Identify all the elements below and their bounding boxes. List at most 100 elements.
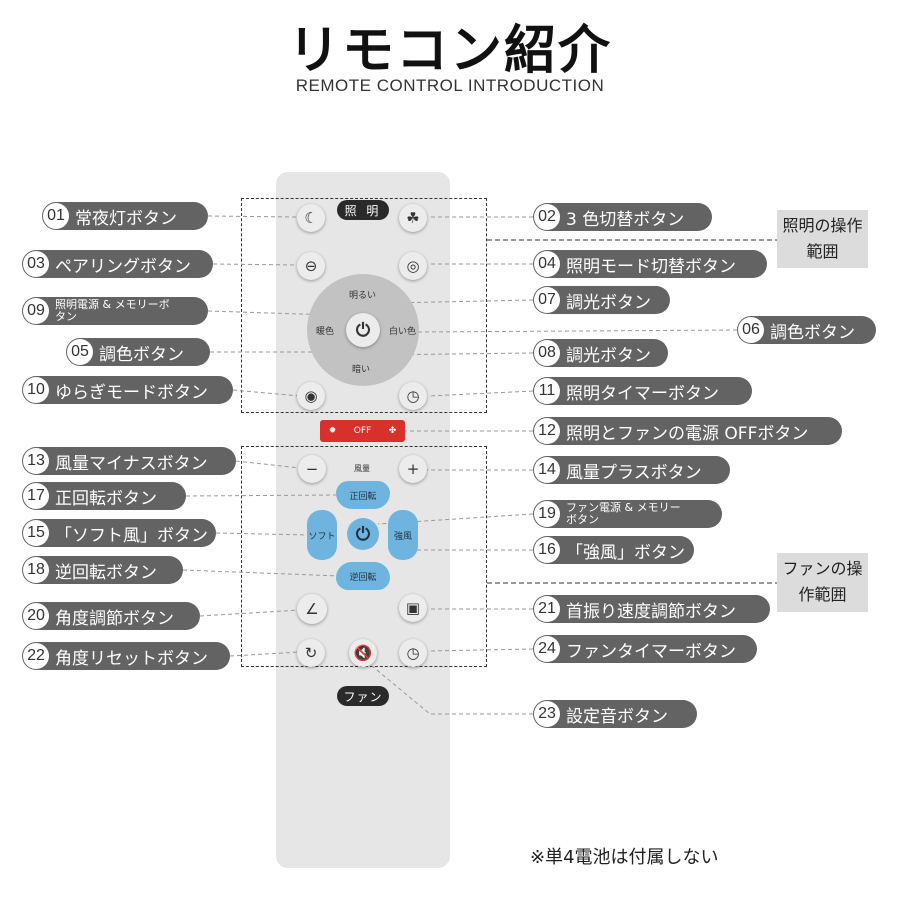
leader-line <box>199 609 301 617</box>
brighter-button[interactable]: 明るい <box>349 291 377 301</box>
label-05: 05 調色ボタン <box>66 338 210 366</box>
forward-rotation-button[interactable]: 正回転 <box>336 481 390 509</box>
soft-wind-button[interactable]: ソフト <box>307 510 337 560</box>
label-text: 照明モード切替ボタン <box>566 256 736 277</box>
label-text: 調光ボタン <box>566 345 651 366</box>
power-icon: ⏻ <box>355 319 371 341</box>
leader-line <box>417 329 738 333</box>
label-text: 照明電源 & メモリーボタン <box>55 298 170 323</box>
label-12: 12 照明とファンの電源 OFFボタン <box>533 417 842 445</box>
warm-color-button[interactable]: 暖色 <box>316 327 335 337</box>
label-text: 照明とファンの電源 OFFボタン <box>566 423 809 444</box>
sun-icon: ✹ <box>328 426 337 436</box>
label-text: 「ソフト風」ボタン <box>55 525 208 546</box>
page-subtitle: REMOTE CONTROL INTRODUCTION <box>295 76 605 95</box>
label-number: 10 <box>23 377 49 403</box>
label-text: 角度調節ボタン <box>55 608 174 629</box>
fan-speed-plus-button[interactable]: + <box>399 455 427 483</box>
label-number: 12 <box>534 418 560 444</box>
reverse-rotation-button[interactable]: 逆回転 <box>336 562 390 590</box>
power-icon: ⏻ <box>355 523 371 545</box>
label-number: 01 <box>43 203 69 229</box>
label-14: 14 風量プラスボタン <box>533 456 730 484</box>
label-text: ファン電源 & メモリーボタン <box>566 501 681 526</box>
fan-speed-minus-button[interactable]: − <box>298 455 326 483</box>
battery-note: ※単4電池は付属しない <box>530 847 719 868</box>
all-off-button[interactable]: ✹OFF✤ <box>320 420 405 442</box>
leader-line <box>229 651 301 657</box>
label-text: 逆回転ボタン <box>55 562 157 583</box>
link-icon: ⊖ <box>304 257 318 275</box>
label-text: ペアリングボタン <box>55 256 191 277</box>
light-area-outline <box>241 198 487 413</box>
angle-icon: ∠ <box>305 600 319 618</box>
label-text: 調色ボタン <box>99 344 184 365</box>
mute-icon: 🔇 <box>353 644 373 662</box>
label-text: 照明タイマーボタン <box>566 383 719 404</box>
strong-wind-button[interactable]: 強風 <box>388 510 418 560</box>
label-number: 21 <box>534 596 560 622</box>
light-power-button[interactable]: ⏻ <box>346 313 380 347</box>
label-text: ゆらぎモードボタン <box>55 382 208 403</box>
label-number: 18 <box>23 557 49 583</box>
pairing-button[interactable]: ⊖ <box>297 252 325 280</box>
label-text: 調色ボタン <box>770 322 855 343</box>
label-02: 02 3 色切替ボタン <box>533 203 712 231</box>
label-number: 05 <box>67 339 93 365</box>
ring-icon: ◎ <box>406 257 420 275</box>
label-text: 正回転ボタン <box>55 488 157 509</box>
fan-icon: ✤ <box>388 426 397 436</box>
label-number: 14 <box>534 457 560 483</box>
label-text: 「強風」ボタン <box>566 542 685 563</box>
angle-reset-button[interactable]: ↻ <box>297 639 325 667</box>
sound-setting-button[interactable]: 🔇 <box>349 639 377 667</box>
light-mode-button[interactable]: ◎ <box>399 252 427 280</box>
leader-line <box>182 569 341 577</box>
label-text: 3 色切替ボタン <box>566 209 685 230</box>
light-area-box: 照明の操作範囲 <box>777 210 868 268</box>
leader-line <box>207 215 297 218</box>
page-title: リモコン紹介 <box>287 21 612 81</box>
label-number: 16 <box>534 537 560 563</box>
moon-icon: ☾ <box>304 209 318 227</box>
light-timer-button[interactable]: ◷ <box>399 382 427 410</box>
three-color-button[interactable]: ☘ <box>399 204 427 232</box>
label-18: 18 逆回転ボタン <box>22 556 183 584</box>
leader-line <box>232 389 301 397</box>
clock-icon: ◷ <box>406 644 420 662</box>
swirl-icon: ◉ <box>304 387 318 405</box>
label-number: 11 <box>534 378 560 404</box>
label-text: 設定音ボタン <box>566 706 668 727</box>
label-number: 19 <box>534 501 560 527</box>
night-light-button[interactable]: ☾ <box>297 204 325 232</box>
reset-icon: ↻ <box>304 644 318 662</box>
label-16: 16 「強風」ボタン <box>533 536 694 564</box>
leader-line <box>215 532 311 536</box>
label-text: 風量プラスボタン <box>566 462 702 483</box>
swing-speed-button[interactable]: ▣ <box>399 594 427 622</box>
label-number: 02 <box>534 204 560 230</box>
label-number: 20 <box>23 603 49 629</box>
leader-line <box>235 460 301 469</box>
fan-timer-button[interactable]: ◷ <box>399 639 427 667</box>
angle-adjust-button[interactable]: ∠ <box>297 594 327 624</box>
white-color-button[interactable]: 白い色 <box>389 327 417 337</box>
fan-power-button[interactable]: ⏻ <box>347 518 379 550</box>
flicker-mode-button[interactable]: ◉ <box>297 382 325 410</box>
darker-button[interactable]: 暗い <box>352 365 371 375</box>
label-number: 13 <box>23 448 49 474</box>
label-text: 調光ボタン <box>566 292 651 313</box>
leader-line <box>427 648 534 652</box>
leader-line <box>389 299 534 304</box>
label-number: 06 <box>738 317 764 343</box>
clock-icon: ◷ <box>406 387 420 405</box>
label-11: 11 照明タイマーボタン <box>533 377 752 405</box>
